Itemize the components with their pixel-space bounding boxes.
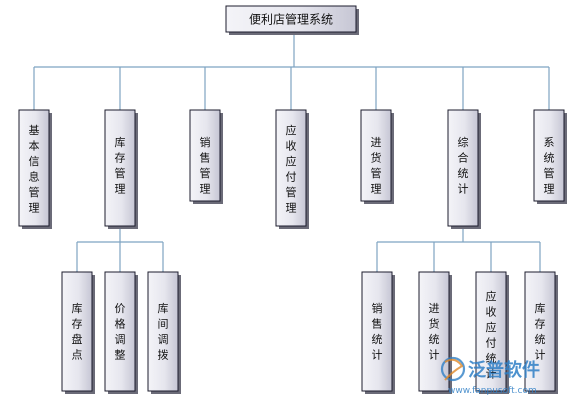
module-basic-info-label: 基本信息管理 bbox=[29, 124, 40, 215]
sub-sales-stats-label: 销售统计 bbox=[372, 301, 383, 362]
module-system-node: 系统管理 bbox=[533, 109, 567, 204]
watermark-brand: 泛普软件 bbox=[468, 359, 540, 381]
module-inventory-node: 库存管理 bbox=[104, 109, 138, 229]
sub-purchase-stats-label: 进货统计 bbox=[429, 302, 440, 362]
sub-price-adjust-node: 价格调整 bbox=[104, 271, 138, 394]
module-purchase-node: 进货管理 bbox=[360, 109, 394, 204]
inventory-child-nodes: 库存盘点 价格调整 库间调拨 bbox=[61, 271, 181, 394]
module-sales-node: 销售管理 bbox=[189, 109, 223, 204]
module-purchase-label: 进货管理 bbox=[371, 136, 382, 196]
sub-inventory-stats-label: 库存统计 bbox=[535, 302, 546, 362]
root-node: 便利店管理系统 bbox=[225, 5, 359, 35]
module-receivable-payable-node: 应收应付管理 bbox=[275, 109, 309, 229]
sub-receivable-stats-label: 应收应付统计 bbox=[486, 289, 497, 381]
watermark-url: www.fanpusoft.com bbox=[448, 386, 537, 396]
sub-transfer-label: 库间调拨 bbox=[158, 302, 169, 362]
module-sales-label: 销售管理 bbox=[200, 135, 211, 196]
module-statistics-node: 综合统计 bbox=[447, 109, 481, 229]
watermark: 泛普软件 www.fanpusoft.com bbox=[440, 356, 540, 396]
sub-stocktake-node: 库存盘点 bbox=[61, 271, 95, 394]
module-inventory-label: 库存管理 bbox=[115, 136, 126, 196]
module-system-label: 系统管理 bbox=[544, 136, 555, 196]
sub-purchase-stats-node: 进货统计 bbox=[418, 271, 452, 394]
module-receivable-payable-label: 应收应付管理 bbox=[286, 123, 297, 215]
sub-receivable-stats-node: 应收应付统计 bbox=[475, 271, 509, 394]
brand-logo-icon bbox=[440, 356, 466, 382]
root-label: 便利店管理系统 bbox=[249, 12, 333, 27]
sub-sales-stats-node: 销售统计 bbox=[361, 271, 395, 394]
sub-transfer-node: 库间调拨 bbox=[147, 271, 181, 394]
sub-stocktake-label: 库存盘点 bbox=[72, 302, 83, 362]
sub-price-adjust-label: 价格调整 bbox=[115, 302, 126, 362]
connector-lines bbox=[33, 33, 550, 272]
sub-inventory-stats-node: 库存统计 bbox=[524, 271, 558, 394]
module-basic-info-node: 基本信息管理 bbox=[18, 109, 52, 229]
module-statistics-label: 综合统计 bbox=[458, 135, 469, 196]
module-nodes: 基本信息管理 库存管理 销售管理 应收应付管理 进货管理 综合统计 系统管理 bbox=[18, 109, 567, 229]
statistics-child-nodes: 销售统计 进货统计 应收应付统计 库存统计 bbox=[361, 271, 558, 394]
